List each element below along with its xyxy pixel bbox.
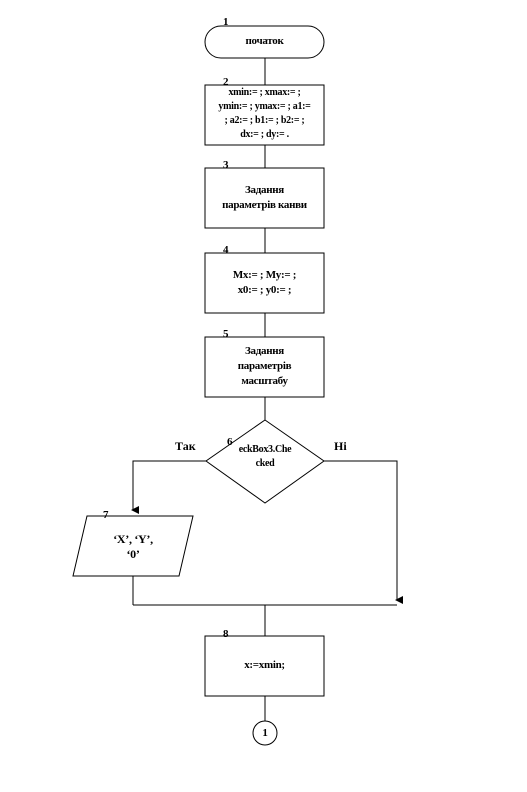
block-number-2: 2	[223, 76, 229, 88]
block-4-label: Mx:= ; My:= ; x0:= ; y0:= ;	[232, 269, 297, 296]
block-7-io	[72, 515, 194, 577]
block-5-label: Задання параметрів масштабу	[237, 345, 292, 387]
block-number-1: 1	[223, 16, 229, 28]
branch-label-no: Ні	[334, 439, 347, 453]
block-1-label: початок	[245, 35, 284, 47]
block-number-4: 4	[223, 244, 229, 256]
block-number-7: 7	[103, 509, 109, 521]
page-connector-label: 1	[262, 727, 268, 739]
block-8-label: x:=xmin;	[244, 659, 285, 671]
block-2-label: xmin:= ; xmax:= ; ymin:= ; ymax:= ; a1:=…	[218, 87, 311, 140]
block-6-decision	[205, 419, 325, 504]
flow-line-no-branch	[324, 460, 403, 604]
block-number-3: 3	[223, 159, 229, 171]
block-number-8: 8	[223, 628, 229, 640]
flow-line-yes-branch	[131, 460, 206, 514]
block-6-label: eckBox3.Che cked	[238, 444, 292, 469]
page-connector-circle	[252, 720, 278, 746]
block-7-label: ‘X’, ‘Y’, ‘0’	[113, 532, 153, 561]
block-number-6: 6	[227, 436, 233, 448]
branch-label-yes: Так	[175, 439, 196, 453]
block-number-5: 5	[223, 328, 229, 340]
block-3-label: Задання параметрів канви	[222, 184, 307, 211]
